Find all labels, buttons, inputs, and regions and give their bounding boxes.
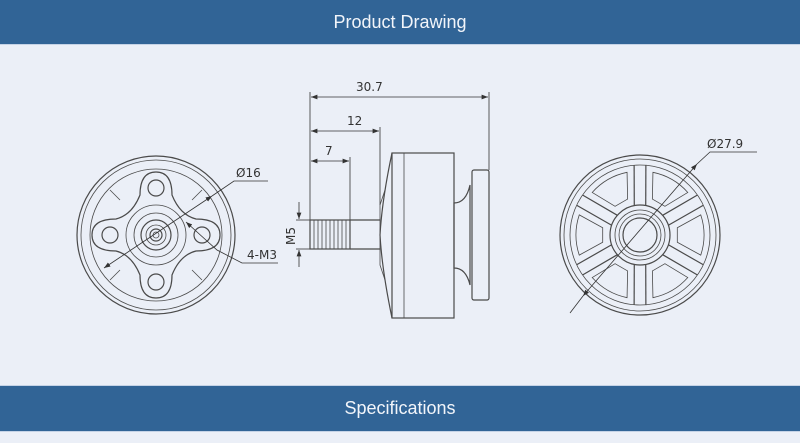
spoke-window (591, 263, 629, 299)
thread-length-label: 7 (325, 144, 333, 158)
spoke-edge (668, 244, 704, 266)
spoke-window (676, 214, 705, 256)
spoke-edge (576, 204, 612, 226)
rear-view: Ø27.9 (559, 137, 757, 316)
specifications-header: Specifications (0, 385, 800, 432)
thread-label: M5 (284, 227, 298, 245)
specifications-title: Specifications (344, 398, 456, 418)
spoke-window (591, 171, 629, 207)
spoke-edge (662, 254, 698, 276)
spoke-edge (582, 254, 618, 276)
shaft-length-label: 12 (347, 114, 362, 128)
product-drawing-header: Product Drawing (0, 0, 800, 45)
front-diameter-label: Ø16 (236, 166, 261, 180)
spoke-edge (582, 194, 618, 216)
spoke-window (651, 263, 689, 299)
header-title: Product Drawing (333, 12, 467, 32)
rear-diameter-label: Ø27.9 (707, 137, 743, 151)
overall-length-label: 30.7 (356, 80, 383, 94)
spoke-edge (576, 244, 612, 266)
spoke-window (651, 171, 689, 207)
front-view: Ø16 4-M3 (76, 155, 278, 315)
side-view: 30.7 12 7 M5 (284, 80, 490, 319)
spoke-edge (668, 204, 704, 226)
spoke-window (575, 214, 604, 256)
mounting-holes-label: 4-M3 (247, 248, 277, 262)
